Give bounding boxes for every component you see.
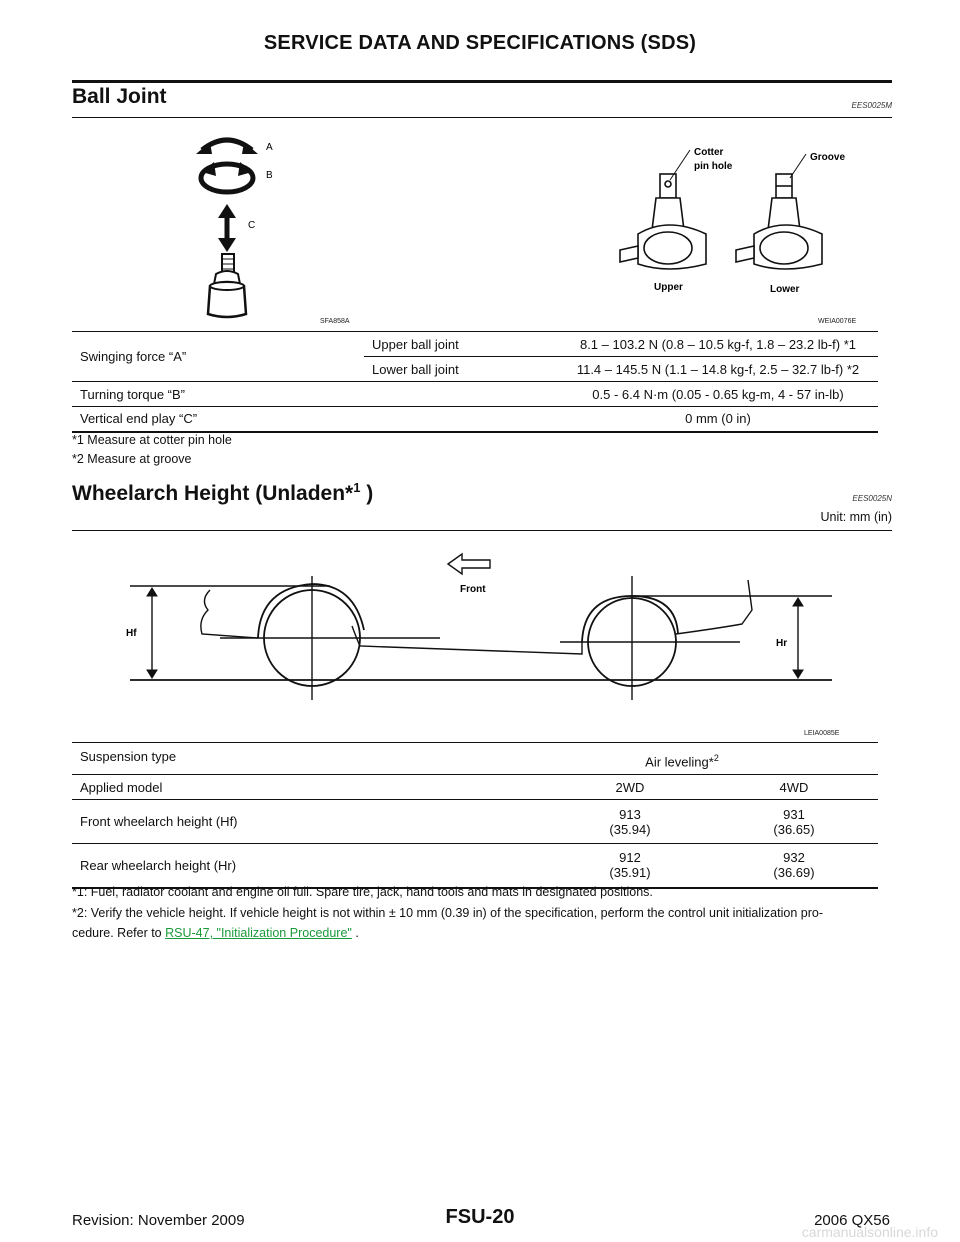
torque-label: Turning torque “B” [72, 381, 558, 407]
front-arrow-icon [446, 552, 491, 576]
wheelarch-height-figure: Front Hf Hr [126, 552, 832, 700]
wheelarch-spec-table: Suspension type Air leveling*2 Applied m… [72, 742, 878, 889]
figure-code-sfa858a: SFA858A [320, 318, 350, 325]
page-title: SERVICE DATA AND SPECIFICATIONS (SDS) [263, 32, 697, 54]
upper-value: 8.1 – 103.2 N (0.8 – 10.5 kg-f, 1.8 – 23… [558, 331, 878, 357]
wheelarch-code: EES0025N [852, 494, 892, 503]
front-4wd: 931 [783, 806, 805, 822]
wheelarch-unit: Unit: mm (in) [820, 510, 892, 524]
footer-revision: Revision: November 2009 [72, 1212, 245, 1229]
rear-label: Rear wheelarch height (Hr) [72, 843, 486, 889]
model-2wd: 2WD [486, 774, 762, 800]
header-rule [72, 80, 892, 83]
note-2: *2 Measure at groove [72, 452, 192, 466]
model-label: Applied model [72, 774, 486, 800]
rear-4wd-in: (36.69) [773, 865, 815, 881]
initialization-procedure-link[interactable]: RSU-47, "Initialization Procedure" [165, 926, 352, 940]
watermark: carmanualsonline.info [801, 1224, 938, 1240]
label-c: C [248, 220, 255, 231]
model-4wd: 4WD [762, 774, 878, 800]
wheelarch-rule [72, 530, 892, 531]
footer-page-number: FSU-20 [445, 1206, 515, 1228]
front-wheel [263, 589, 361, 687]
ball-joint-title: Ball Joint [72, 85, 167, 108]
front-label: Front wheelarch height (Hf) [72, 799, 486, 844]
ball-joint-rule [72, 117, 892, 118]
lower-label: Lower ball joint [364, 356, 558, 382]
wheelarch-title: Wheelarch Height (Unladen*1 ) [72, 480, 374, 505]
figure-code-weia0076e: WEIA0076E [818, 318, 857, 325]
front-4wd-cell: 931 (36.65) [762, 799, 878, 844]
label-hf: Hf [126, 628, 137, 639]
ball-joint-movement-figure: A B C [196, 137, 273, 319]
wheelarch-note-3: cedure. Refer to RSU-47, "Initialization… [72, 926, 359, 940]
rear-2wd-in: (35.91) [609, 865, 651, 881]
ball-joint-spec-table: Swinging force “A” Upper ball joint 8.1 … [72, 331, 878, 433]
rear-2wd-cell: 912 (35.91) [486, 843, 762, 889]
rear-4wd: 932 [783, 850, 805, 866]
upper-lower-ball-joint-figure: Cotter pin hole Groove Upper Lower [619, 147, 845, 295]
wheelarch-note-2: *2: Verify the vehicle height. If vehicl… [72, 906, 823, 920]
label-groove: Groove [810, 152, 845, 163]
label-cotter: Cotter [694, 147, 724, 158]
susp-value: Air leveling*2 [486, 742, 878, 775]
figure-code-leia0085e: LEIA0085E [804, 730, 840, 737]
endplay-label: Vertical end play “C” [72, 406, 558, 433]
swing-label: Swinging force “A” [72, 331, 364, 382]
front-4wd-in: (36.65) [773, 821, 815, 837]
label-a: A [266, 142, 273, 153]
label-b: B [266, 170, 273, 181]
rear-wheel [587, 597, 677, 687]
rear-2wd: 912 [619, 850, 641, 866]
wheelarch-note-1: *1: Fuel, radiator coolant and engine oi… [72, 885, 653, 899]
front-2wd-in: (35.94) [609, 821, 651, 837]
note-1: *1 Measure at cotter pin hole [72, 433, 232, 447]
endplay-value: 0 mm (0 in) [558, 406, 878, 433]
footer-model: 2006 QX56 [814, 1212, 890, 1229]
label-lower: Lower [770, 284, 800, 295]
lower-value: 11.4 – 145.5 N (1.1 – 14.8 kg-f, 2.5 – 3… [558, 356, 878, 382]
ball-joint-code: EES0025M [851, 101, 892, 110]
front-2wd-cell: 913 (35.94) [486, 799, 762, 844]
rear-4wd-cell: 932 (36.69) [762, 843, 878, 889]
susp-label: Suspension type [72, 742, 486, 775]
torque-value: 0.5 - 6.4 N·m (0.05 - 0.65 kg-m, 4 - 57 … [558, 381, 878, 407]
label-front: Front [460, 584, 486, 595]
upper-label: Upper ball joint [364, 331, 558, 357]
label-pin-hole: pin hole [694, 161, 733, 172]
front-2wd: 913 [619, 806, 641, 822]
label-hr: Hr [776, 638, 787, 649]
label-upper: Upper [654, 282, 683, 293]
